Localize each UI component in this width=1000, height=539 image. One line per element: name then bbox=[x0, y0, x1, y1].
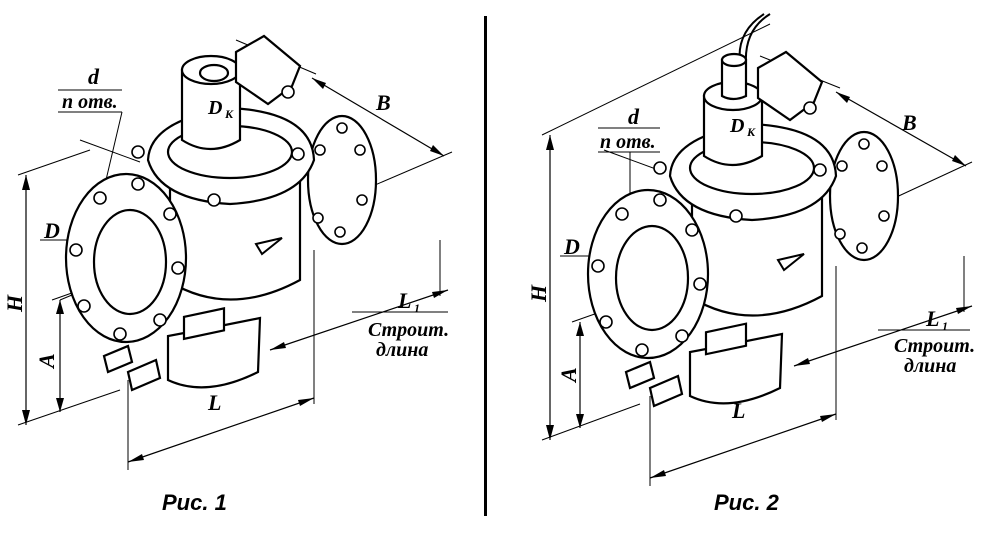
label-dk-sub: К bbox=[746, 125, 756, 139]
label-d-big: D bbox=[43, 218, 60, 243]
label-dk-sub: К bbox=[224, 107, 234, 121]
label-d-big: D bbox=[563, 234, 580, 259]
label-d: d bbox=[628, 104, 640, 129]
label-dlina: длина bbox=[376, 339, 428, 361]
valve-body bbox=[586, 13, 900, 408]
valve-body bbox=[64, 34, 378, 392]
dimension-labels: d n отв. D К B D H A L L 1 Строит. длина bbox=[2, 64, 449, 415]
label-l1-sub: 1 bbox=[414, 301, 420, 315]
label-l1: L bbox=[397, 288, 411, 313]
figure-divider bbox=[484, 16, 487, 516]
label-n-otv: n отв. bbox=[600, 131, 656, 153]
label-b: B bbox=[901, 110, 917, 135]
label-b: B bbox=[375, 90, 391, 115]
label-stroit: Строит. bbox=[368, 319, 449, 341]
label-dlina: длина bbox=[904, 355, 956, 377]
label-stroit: Строит. bbox=[894, 335, 975, 357]
label-l: L bbox=[731, 398, 745, 423]
label-dk: D bbox=[207, 97, 222, 119]
figure-caption: Рис. 1 bbox=[162, 490, 227, 515]
label-h: H bbox=[526, 284, 551, 303]
valve-drawing-1: d n отв. D К B D H A L L 1 Строит. длина bbox=[2, 34, 453, 470]
label-l1-sub: 1 bbox=[942, 319, 948, 333]
label-l: L bbox=[207, 390, 221, 415]
figure-2: d n отв. D К B D H A L L 1 Строит. длина… bbox=[500, 0, 1000, 539]
label-n-otv: n отв. bbox=[62, 91, 118, 113]
label-d: d bbox=[88, 64, 100, 89]
dimension-labels: d n отв. D К B D H A L L 1 Строит. длина bbox=[526, 104, 975, 423]
label-l1: L bbox=[925, 306, 939, 331]
label-h: H bbox=[2, 294, 27, 313]
label-a: A bbox=[556, 367, 581, 384]
figure-caption: Рис. 2 bbox=[714, 490, 779, 515]
label-dk: D bbox=[729, 115, 744, 137]
figure-1: d n отв. D К B D H A L L 1 Строит. длина… bbox=[2, 34, 453, 515]
label-a: A bbox=[34, 353, 59, 370]
valve-drawing-2: d n отв. D К B D H A L L 1 Строит. длина bbox=[526, 13, 975, 486]
